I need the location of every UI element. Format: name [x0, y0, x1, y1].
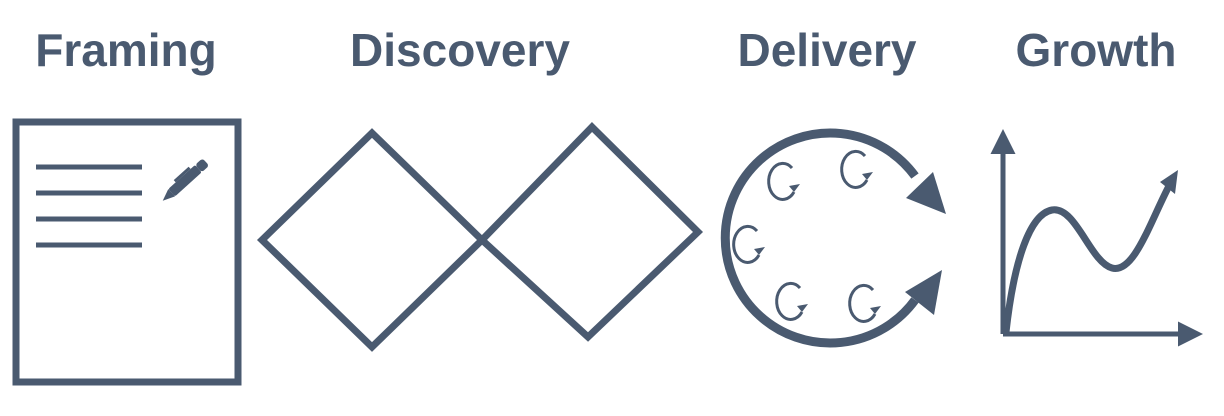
iteration-cycle-icon	[720, 128, 946, 348]
stage-label-framing: Framing	[35, 24, 217, 76]
stage-label-delivery: Delivery	[737, 24, 917, 76]
pen-icon	[162, 159, 208, 201]
double-diamond-icon	[256, 122, 704, 352]
growth-curve-icon	[990, 129, 1203, 347]
stage-label-discovery: Discovery	[350, 24, 570, 76]
mini-loop-icon	[848, 283, 881, 323]
mini-loop-icon	[840, 149, 873, 189]
mini-loop-icon	[775, 281, 808, 321]
stage-label-growth: Growth	[1015, 24, 1177, 76]
mini-loop-icon	[732, 224, 765, 264]
document-with-pen-icon	[12, 118, 242, 386]
mini-loop-icon	[767, 161, 800, 201]
